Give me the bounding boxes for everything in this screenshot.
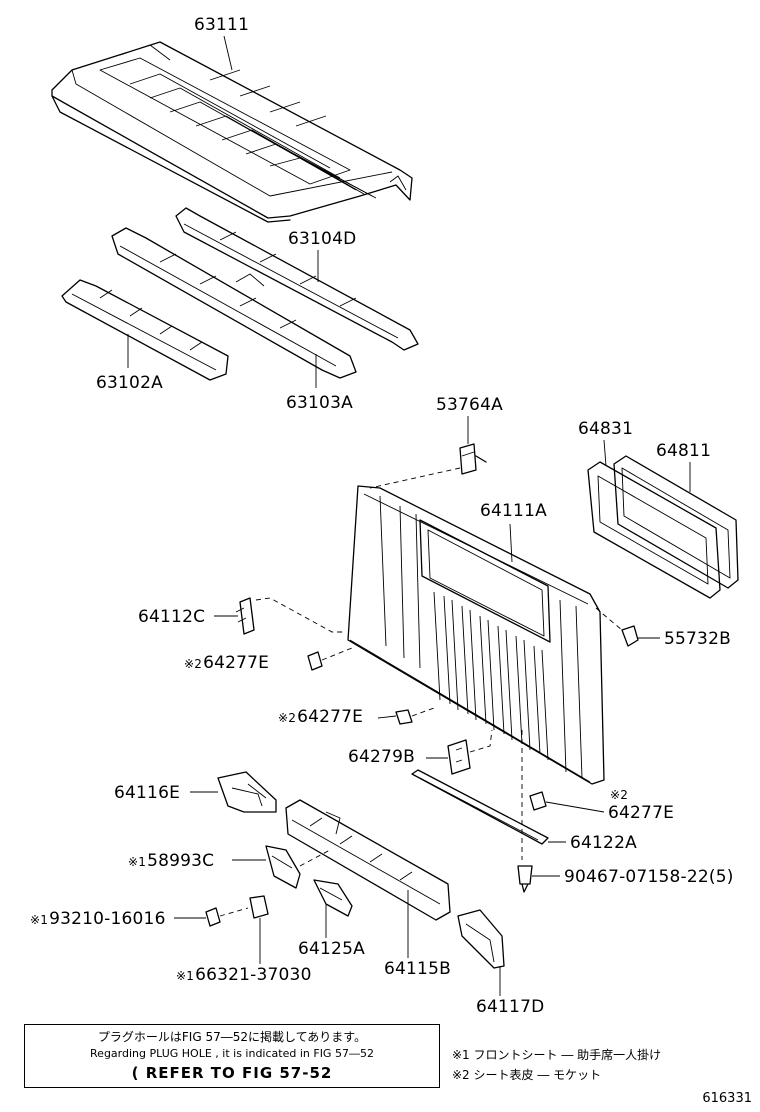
cross-member-64115b-drawing: [285, 799, 451, 921]
back-panel-64111a-drawing: [347, 485, 605, 785]
lower-strip-64122a-drawing: [411, 769, 549, 845]
part-label-53764a: 53764A: [436, 395, 503, 415]
mark-1: ※1: [128, 855, 147, 869]
spacer-66321-drawing: [249, 895, 269, 919]
part-label-55732b: 55732B: [664, 629, 731, 649]
bracket-64117d-drawing: [457, 909, 505, 969]
figure-number: 616331: [702, 1091, 752, 1106]
bracket-64125a-drawing: [313, 879, 353, 917]
mark-2: ※2: [184, 657, 203, 671]
legend-item-1: ※1 フロントシート ― 助手席一人掛け: [452, 1048, 662, 1062]
bracket-64116e-drawing: [217, 771, 277, 813]
clip-55732b-drawing: [621, 625, 639, 647]
part-label-64831: 64831: [578, 419, 634, 439]
part-number: 93210-16016: [49, 909, 166, 929]
part-label-63111: 63111: [194, 15, 250, 35]
part-label-64811: 64811: [656, 441, 712, 461]
part-label-58993c: ※158993C: [128, 852, 214, 871]
window-weatherstrip-drawing: [587, 461, 721, 599]
bracket-64112c-drawing: [235, 597, 255, 635]
legend-item-2: ※2 シート表皮 ― モケット: [452, 1068, 602, 1082]
part-label-93210: ※193210-16016: [30, 910, 166, 929]
clip-64277e-lower-drawing: [529, 791, 547, 811]
part-label-64111a: 64111A: [480, 501, 547, 521]
part-label-64117d: 64117D: [476, 997, 545, 1017]
roof-header-63102a-drawing: [61, 279, 229, 381]
part-label-90467: 90467-07158-22(5): [564, 867, 734, 887]
mark-2-lower: ※2: [610, 788, 629, 802]
roof-bow-63103a-drawing: [111, 227, 357, 379]
roof-bow-63104d-drawing: [175, 207, 419, 351]
part-label-63103a: 63103A: [286, 393, 353, 413]
part-label-63102a: 63102A: [96, 373, 163, 393]
part-number: 64277E: [297, 707, 364, 727]
roof-panel-drawing: [51, 41, 413, 223]
bracket-53764a-drawing: [459, 443, 487, 475]
note-reference: ( REFER TO FIG 57-52: [131, 1064, 333, 1082]
part-label-64116e: 64116E: [114, 783, 181, 803]
clip-64277e-upper-drawing: [307, 651, 323, 671]
part-label-64277e-upper: ※264277E: [184, 654, 269, 673]
window-glass-drawing: [613, 455, 739, 589]
part-label-66321: ※166321-37030: [176, 966, 312, 985]
part-label-63104d: 63104D: [288, 229, 357, 249]
mark-1: ※1: [176, 969, 195, 983]
bolt-93210-drawing: [205, 907, 221, 927]
part-label-64277e-lower: 64277E: [608, 803, 675, 823]
note-line-japanese: プラグホールはFIG 57―52に掲載してあります。: [97, 1030, 367, 1044]
bracket-64279b-drawing: [447, 739, 471, 775]
clip-64277e-middle-drawing: [395, 709, 413, 725]
part-label-64277e-middle: ※264277E: [278, 708, 363, 727]
part-number: 66321-37030: [195, 965, 312, 985]
part-label-64279b: 64279B: [348, 747, 415, 767]
part-label-64115b: 64115B: [384, 959, 451, 979]
note-line-english: Regarding PLUG HOLE , it is indicated in…: [90, 1047, 374, 1060]
part-label-64125a: 64125A: [298, 939, 365, 959]
plug-hole-note-box: プラグホールはFIG 57―52に掲載してあります。 Regarding PLU…: [24, 1024, 440, 1088]
mark-1: ※1: [30, 913, 49, 927]
part-label-64122a: 64122A: [570, 833, 637, 853]
part-label-64112c: 64112C: [138, 607, 206, 627]
mark-2: ※2: [278, 711, 297, 725]
part-number: 64277E: [203, 653, 270, 673]
clip-90467-drawing: [517, 865, 533, 893]
part-number: 58993C: [147, 851, 215, 871]
bracket-58993c-drawing: [265, 845, 301, 889]
